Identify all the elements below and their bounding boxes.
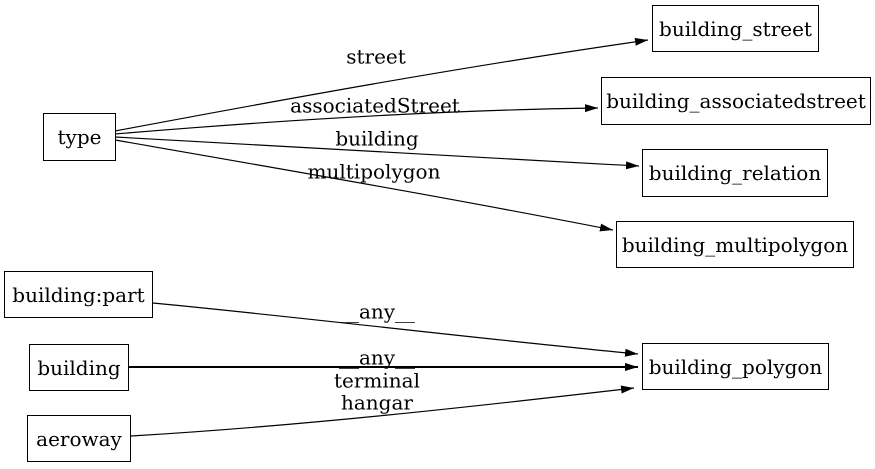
node-building: building: [29, 344, 129, 391]
edge-type-building-associatedstreet: [114, 104, 599, 135]
edge-label-hangar: hangar: [341, 390, 413, 414]
edge-label-multipolygon: multipolygon: [307, 159, 441, 184]
edge-label-any-buildingpart: __any__: [338, 299, 416, 324]
edge-type-building-multipolygon: [114, 139, 614, 232]
node-building-part: building:part: [4, 271, 153, 318]
node-building-polygon: building_polygon: [642, 343, 829, 390]
node-type: type: [43, 113, 116, 161]
edge-label-any-building: __any__: [338, 345, 416, 370]
node-building-street: building_street: [652, 5, 819, 52]
edge-aeroway-building-polygon: [130, 385, 635, 437]
node-building-multipolygon: building_multipolygon: [616, 221, 854, 268]
edge-label-building: building: [335, 126, 419, 151]
node-aeroway: aeroway: [27, 415, 131, 462]
edge-label-associatedstreet: associatedStreet: [290, 93, 460, 118]
edge-type-building-street: [114, 37, 649, 132]
node-building-relation: building_relation: [642, 149, 828, 197]
edge-label-street: street: [346, 44, 406, 69]
node-building-associatedstreet: building_associatedstreet: [601, 77, 871, 125]
edge-buildingpart-building-polygon: [152, 302, 639, 357]
edge-label-terminal: terminal: [334, 368, 420, 393]
edge-label-terminal-hangar: terminal hangar: [334, 368, 420, 414]
